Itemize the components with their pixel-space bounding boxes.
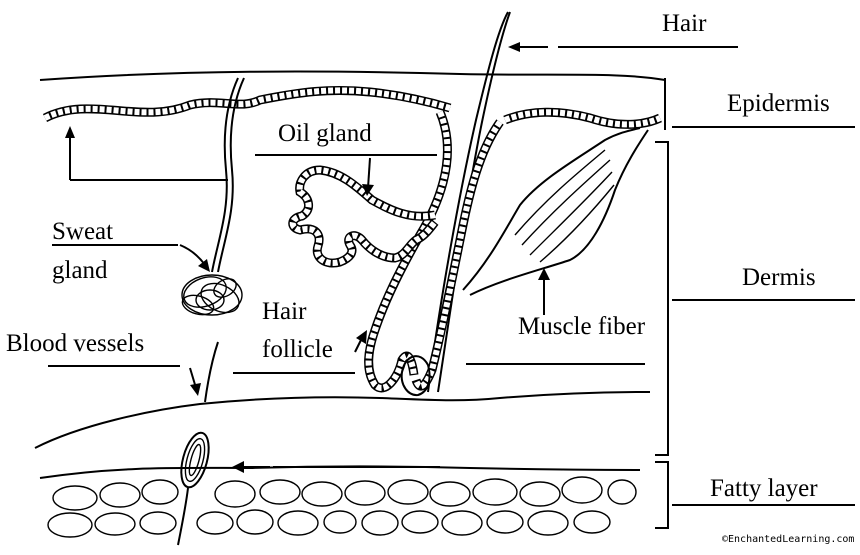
label-sweat-gland-line1: Sweat bbox=[52, 218, 113, 246]
muscle-fiber bbox=[463, 128, 648, 295]
fat-top-line bbox=[40, 467, 640, 479]
dermis-fat-boundary bbox=[35, 392, 650, 448]
fat-cells bbox=[48, 477, 636, 537]
label-sweat-gland-line2: gland bbox=[52, 257, 108, 285]
label-blood-vessels: Blood vessels bbox=[6, 330, 144, 358]
skin-surface-line bbox=[40, 72, 665, 80]
sweat-gland-arrow-head bbox=[198, 259, 210, 272]
sweat-gland-coil bbox=[180, 271, 244, 318]
label-hair-follicle-line1: Hair bbox=[262, 298, 306, 326]
hair-arrow-head bbox=[508, 42, 520, 52]
epidermis-arrow-head bbox=[65, 126, 75, 138]
arrows bbox=[65, 42, 550, 473]
label-hair: Hair bbox=[662, 10, 706, 38]
follicle-arrow-head bbox=[356, 330, 367, 344]
label-dermis: Dermis bbox=[742, 264, 816, 292]
pacinian-corpuscle bbox=[176, 430, 214, 545]
blood-vessel-arrow-head bbox=[190, 383, 201, 396]
layer-brackets bbox=[655, 142, 668, 528]
label-oil-gland: Oil gland bbox=[278, 120, 372, 148]
label-fatty-layer: Fatty layer bbox=[710, 475, 818, 503]
label-hair-follicle-line2: follicle bbox=[262, 336, 333, 364]
label-epidermis: Epidermis bbox=[727, 90, 830, 118]
corpuscle-arrow-head bbox=[232, 461, 244, 473]
label-muscle-fiber: Muscle fiber bbox=[518, 313, 645, 341]
credit-text: ©EnchantedLearning.com bbox=[722, 534, 854, 545]
blood-vessel-branch bbox=[205, 342, 218, 402]
